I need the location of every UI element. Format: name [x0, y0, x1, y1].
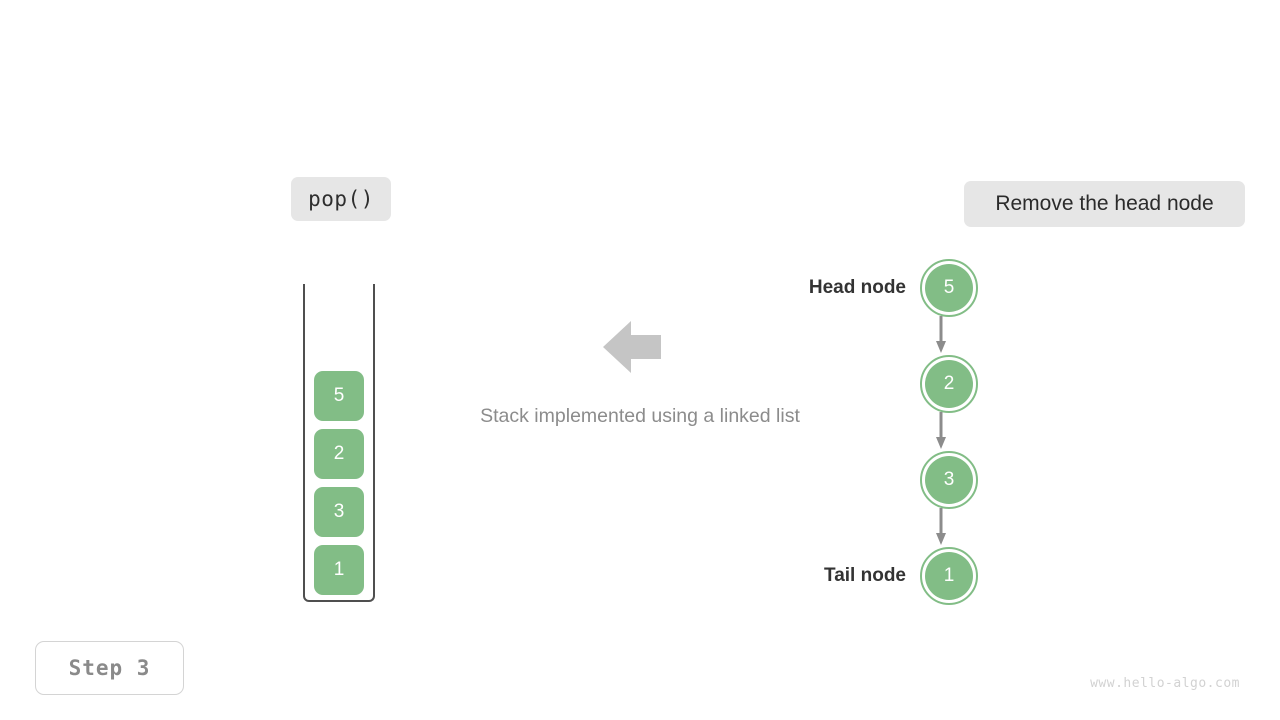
node-value: 3 — [925, 456, 973, 504]
list-node-row: Head node 5 — [760, 258, 980, 318]
node-connector-arrow-icon — [936, 412, 946, 450]
stack-cell: 1 — [314, 545, 364, 595]
node-connector-arrow-icon — [936, 508, 946, 546]
stack-container: 5 2 3 1 — [303, 284, 375, 602]
node-value: 1 — [925, 552, 973, 600]
head-node-label: Head node — [808, 277, 906, 298]
arrow-left-icon — [603, 320, 661, 374]
operation-label: pop() — [291, 177, 391, 221]
list-node-row: 3 — [760, 450, 980, 510]
node-value: 2 — [925, 360, 973, 408]
linked-list-container: Head node 5 2 3 Tail node — [760, 258, 980, 608]
linked-list-node: 2 — [920, 355, 978, 413]
node-value: 5 — [925, 264, 973, 312]
node-connector-arrow-icon — [936, 316, 946, 354]
watermark: www.hello-algo.com — [1090, 676, 1240, 691]
action-description-label: Remove the head node — [964, 181, 1245, 227]
linked-list-node: 5 — [920, 259, 978, 317]
stack-cell: 5 — [314, 371, 364, 421]
linked-list-node: 1 — [920, 547, 978, 605]
stack-cell: 3 — [314, 487, 364, 537]
diagram-caption: Stack implemented using a linked list — [480, 405, 800, 427]
linked-list-node: 3 — [920, 451, 978, 509]
stack-cell: 2 — [314, 429, 364, 479]
list-node-row: Tail node 1 — [760, 546, 980, 606]
list-node-row: 2 — [760, 354, 980, 414]
tail-node-label: Tail node — [824, 565, 906, 586]
step-badge: Step 3 — [35, 641, 184, 695]
stack-cell-list: 5 2 3 1 — [303, 371, 375, 595]
stack-frame-outline — [303, 284, 375, 602]
